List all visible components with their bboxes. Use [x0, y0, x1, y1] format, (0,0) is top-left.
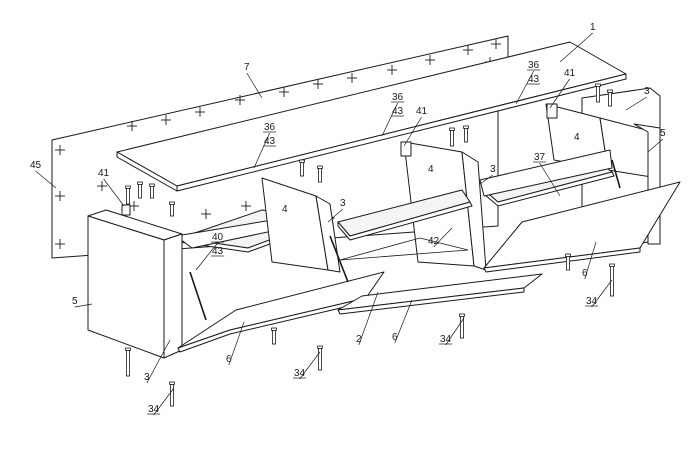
screw-mark-icon [491, 39, 501, 49]
part-label-l42: 42 [428, 236, 440, 247]
part-label-l4a: 4 [428, 164, 434, 175]
part-label-l7: 7 [244, 62, 250, 73]
screw-icon [607, 89, 613, 107]
screw-icon [609, 263, 615, 297]
part-label-l3b: 3 [490, 164, 496, 175]
part-label-l3a: 3 [644, 86, 650, 97]
part-label-l6c: 6 [582, 268, 588, 279]
part-label-l4b: 4 [282, 204, 288, 215]
screw-mark-icon [241, 201, 251, 211]
screw-mark-icon [347, 73, 357, 83]
screw-mark-icon [55, 191, 65, 201]
screw-mark-icon [463, 45, 473, 55]
part-label-l36a: 36 [528, 60, 540, 71]
screw-icon [169, 381, 175, 407]
screw-icon [299, 159, 305, 177]
part-label-l41c: 41 [564, 68, 576, 79]
screw-mark-icon [129, 201, 139, 211]
part-label-l40: 40 [212, 232, 224, 243]
screw-icon [137, 181, 143, 199]
screw-mark-icon [161, 115, 171, 125]
part-label-l36c: 36 [264, 122, 276, 133]
middle-cabinet [337, 141, 487, 271]
hinge-brackets [121, 103, 558, 216]
screw-mark-icon [97, 181, 107, 191]
screw-icon [125, 185, 131, 205]
part-labels: 1745414141364336433643404333334445537422… [30, 22, 666, 416]
screw-mark-icon [55, 239, 65, 249]
screw-icon [169, 201, 175, 217]
screw-mark-icon [279, 87, 289, 97]
screw-icon [459, 313, 465, 339]
screw-icon [463, 125, 469, 143]
part-label-l43a: 43 [528, 74, 540, 85]
screw-mark-icon [425, 55, 435, 65]
part-label-l4c: 4 [574, 132, 580, 143]
part-label-l5a: 5 [72, 296, 78, 307]
screw-mark-icon [387, 65, 397, 75]
part-label-l41a: 41 [98, 168, 110, 179]
screw-mark-icon [55, 145, 65, 155]
part-label-l1: 1 [590, 22, 596, 33]
part-label-l2: 2 [356, 334, 362, 345]
screw-icon [565, 253, 571, 271]
part-label-l6a: 6 [226, 354, 232, 365]
part-label-l43d: 43 [212, 246, 224, 257]
left-side-panel [87, 209, 183, 359]
part-label-l6b: 6 [392, 332, 398, 343]
part-label-l34d: 34 [586, 296, 598, 307]
part-label-l34c: 34 [440, 334, 452, 345]
part-label-l41b: 41 [416, 106, 428, 117]
screw-icon [125, 347, 131, 377]
screw-icon [149, 183, 155, 199]
left-cabinet [175, 177, 341, 273]
part-label-l3d: 3 [144, 372, 150, 383]
screw-icon [317, 345, 323, 371]
screws-and-dowels [125, 83, 615, 407]
screw-icon [595, 83, 601, 103]
screw-mark-icon [201, 209, 211, 219]
part-label-l43c: 43 [264, 136, 276, 147]
screw-mark-icon [313, 79, 323, 89]
screw-icon [449, 127, 455, 147]
part-label-l36b: 36 [392, 92, 404, 103]
gas-struts [189, 159, 621, 321]
screw-mark-icon [195, 107, 205, 117]
top-panel [116, 41, 627, 192]
part-label-l34b: 34 [294, 368, 306, 379]
part-label-l34a: 34 [148, 404, 160, 415]
part-label-l5b: 5 [660, 128, 666, 139]
screw-mark-icon [235, 95, 245, 105]
screw-mark-icon [127, 121, 137, 131]
part-label-l45: 45 [30, 160, 42, 171]
part-label-l37: 37 [534, 152, 546, 163]
part-label-l43b: 43 [392, 106, 404, 117]
flap-doors [177, 181, 681, 353]
part-label-l3c: 3 [340, 198, 346, 209]
screw-icon [317, 165, 323, 183]
screw-icon [271, 327, 277, 345]
